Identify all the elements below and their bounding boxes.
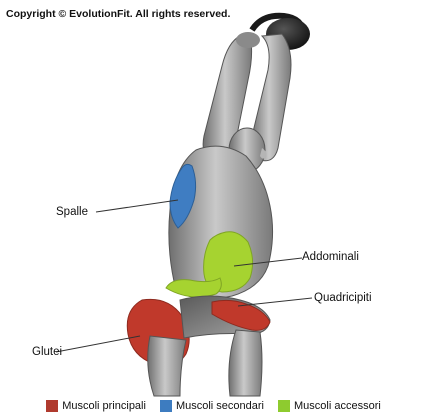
- legend-secondary-swatch: [160, 400, 172, 412]
- legend-accessory: Muscoli accessori: [278, 400, 381, 412]
- hip-accessory-muscle: [166, 278, 221, 297]
- legend-accessory-label: Muscoli accessori: [294, 400, 381, 412]
- legend-accessory-swatch: [278, 400, 290, 412]
- legend-primary-label: Muscoli principali: [62, 400, 146, 412]
- legend-secondary: Muscoli secondari: [160, 400, 264, 412]
- label-addominali: Addominali: [302, 251, 359, 263]
- legend-secondary-label: Muscoli secondari: [176, 400, 264, 412]
- label-quadricipiti: Quadricipiti: [314, 292, 372, 304]
- legend-primary: Muscoli principali: [46, 400, 146, 412]
- legend-primary-swatch: [46, 400, 58, 412]
- label-glutei: Glutei: [32, 346, 62, 358]
- lower-legs: [148, 330, 262, 396]
- muscle-legend: Muscoli principali Muscoli secondari Mus…: [0, 397, 427, 415]
- label-spalle: Spalle: [56, 206, 88, 218]
